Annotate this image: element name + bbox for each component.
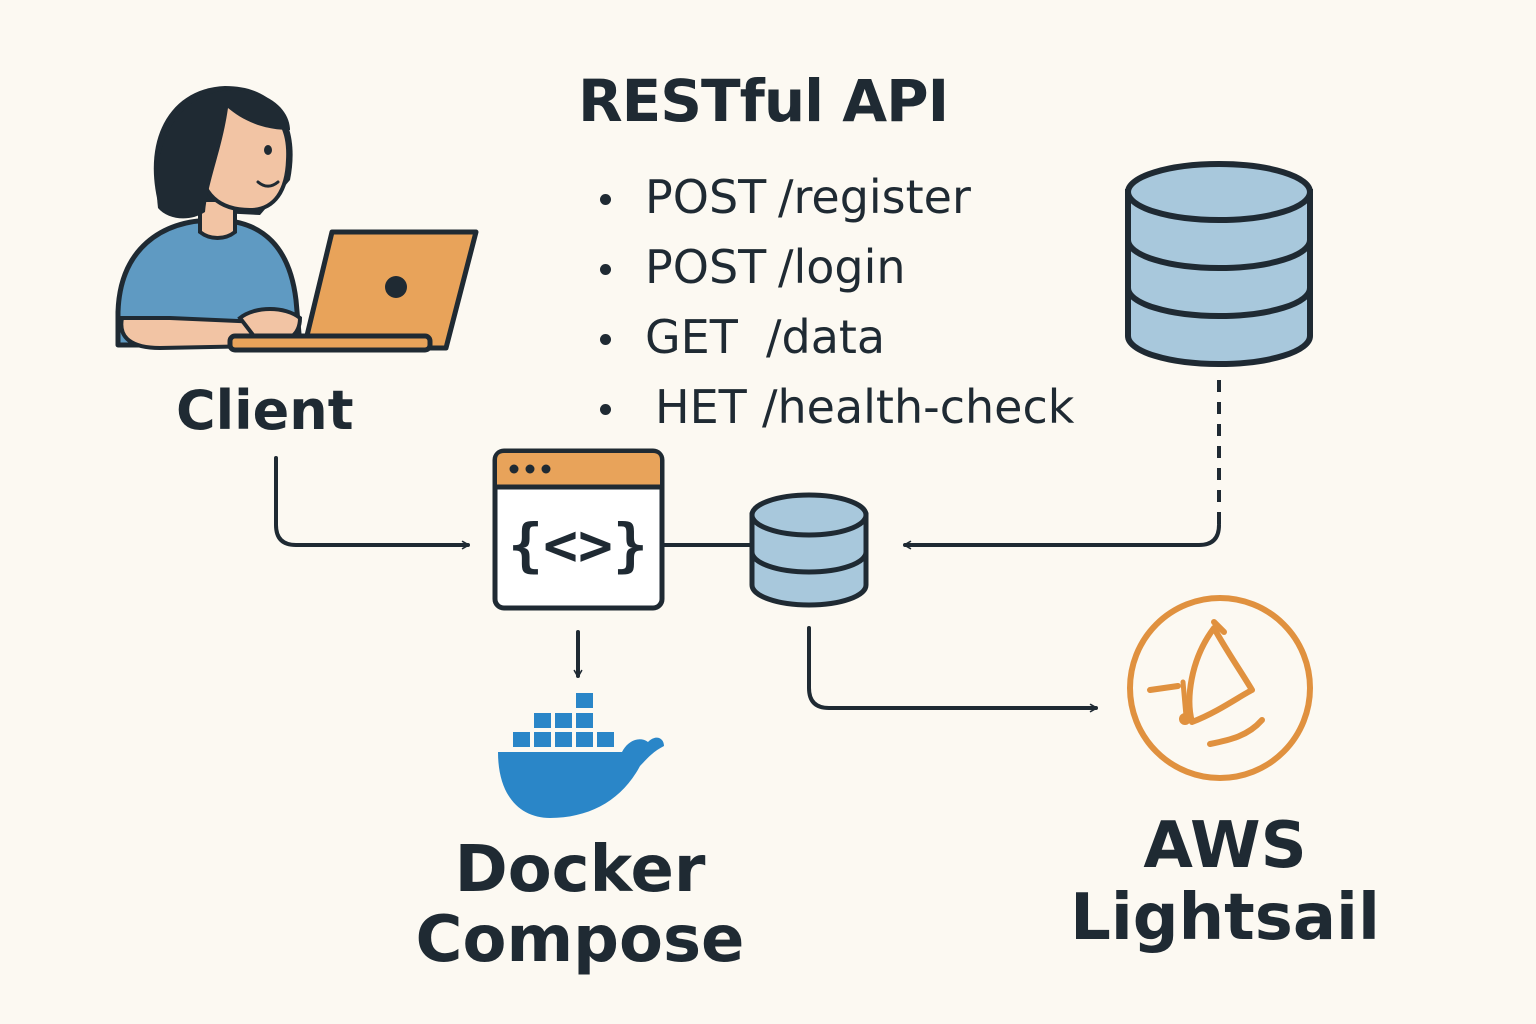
code-glyph: {<>} [508, 511, 648, 579]
bullet-icon [600, 194, 611, 205]
docker-label-line1: Docker [454, 833, 706, 907]
endpoint-path: /login [778, 240, 906, 294]
endpoint-path: /data [766, 310, 886, 364]
code-window-icon [492, 448, 665, 611]
bullet-icon [600, 264, 611, 275]
docker-whale-icon [498, 693, 664, 818]
endpoint-method: HET [655, 380, 747, 434]
endpoint-method: POST [645, 170, 767, 224]
main-database-icon [1125, 161, 1313, 367]
endpoint-method: GET [645, 310, 738, 364]
client-label: Client [176, 379, 354, 442]
docker-label-line2: Compose [415, 903, 745, 977]
aws-label-line2: Lightsail [1070, 881, 1380, 955]
api-title: RESTful API [578, 67, 949, 135]
endpoint-path: /health-check [762, 380, 1075, 434]
bullet-icon [600, 334, 611, 345]
cache-to-aws-arrow [807, 626, 1098, 713]
bullet-icon [600, 404, 611, 415]
cache-database-icon [749, 492, 869, 608]
laptop-icon [227, 229, 479, 353]
aws-label-line1: AWS [1143, 809, 1307, 883]
main-db-to-cache-arrow-tail [903, 523, 1221, 550]
aws-lightsail-label: AWS Lightsail [1060, 810, 1390, 954]
client-person-icon [115, 86, 303, 351]
lightsail-sailboat-icon [1127, 595, 1313, 781]
endpoint-path: /register [778, 170, 971, 224]
docker-compose-label: Docker Compose [410, 835, 750, 975]
endpoint-method: POST [645, 240, 767, 294]
client-to-api-arrow [274, 456, 470, 550]
